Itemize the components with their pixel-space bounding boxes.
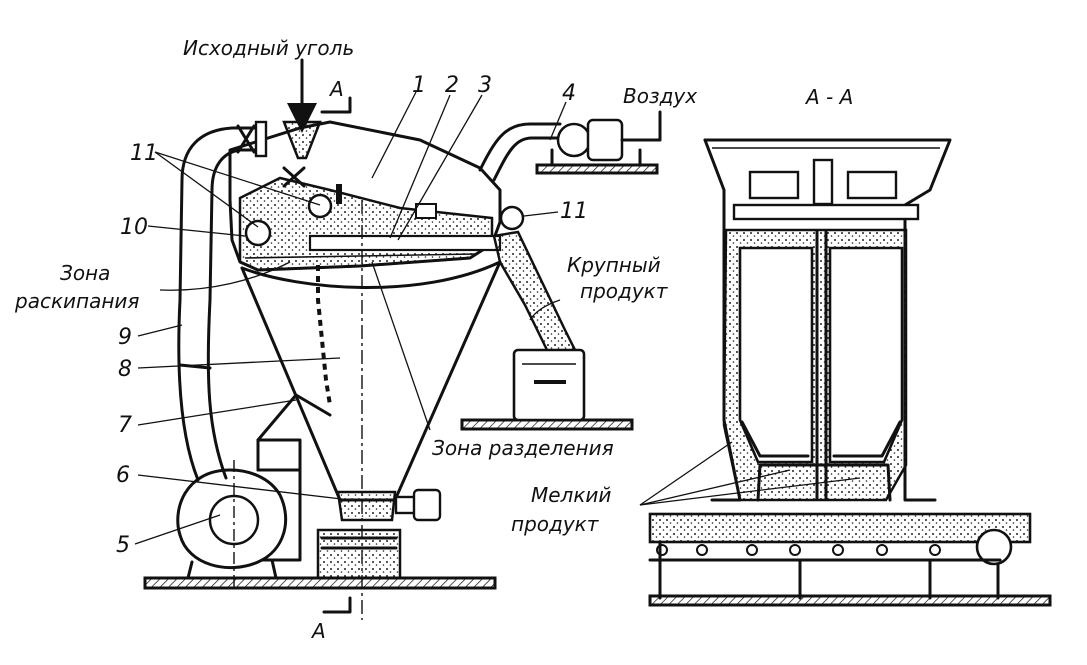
num-10: 10 <box>120 215 148 240</box>
roller-11b <box>499 205 525 231</box>
collector-ribs <box>320 536 398 550</box>
conveyor-frame <box>648 540 1002 600</box>
num-7: 7 <box>118 413 132 438</box>
section-view <box>648 138 1052 607</box>
duct-damper <box>236 124 256 154</box>
section-mark-top <box>320 96 352 114</box>
roller-11a <box>307 193 333 219</box>
cone-hopper <box>240 260 502 502</box>
lower-duct <box>256 438 302 472</box>
num-11-left: 11 <box>130 141 158 166</box>
duct-flange <box>254 120 268 158</box>
feeder-motor <box>412 488 442 522</box>
num-1: 1 <box>412 73 426 98</box>
num-5: 5 <box>116 533 130 558</box>
num-2: 2 <box>445 73 459 98</box>
conveyor-belt <box>648 512 1032 544</box>
sluice-valve <box>282 166 306 188</box>
section-feeder <box>812 158 834 206</box>
num-8: 8 <box>118 357 132 382</box>
label-section: А - А <box>804 85 853 109</box>
floor-right <box>648 594 1052 607</box>
label-boiling-zone-1: Зона <box>60 261 110 285</box>
separation-line <box>244 253 476 259</box>
coarse-chute <box>492 230 577 354</box>
fan-impeller <box>208 494 260 546</box>
drive-box <box>415 203 437 219</box>
level-probe <box>336 184 342 204</box>
label-source-coal: Исходный уголь <box>183 36 354 60</box>
blower-motor <box>586 118 624 162</box>
chamber-right <box>828 246 904 464</box>
air-pipe-outer <box>478 122 562 172</box>
label-coarse-product-2: продукт <box>580 279 669 303</box>
num-4: 4 <box>562 81 576 106</box>
blower-floor <box>535 163 659 175</box>
section-sieve <box>732 203 920 221</box>
return-duct-inner <box>206 148 264 480</box>
return-duct-outer <box>177 126 264 482</box>
fan-volute <box>176 468 288 570</box>
blower-4 <box>556 122 592 158</box>
conveyor-rollers <box>656 544 941 556</box>
fan-casing <box>256 468 302 562</box>
coarse-collector <box>512 348 586 422</box>
num-11-right: 11 <box>560 199 588 224</box>
sieve-plate <box>308 234 502 252</box>
label-fine-product-1: Мелкий <box>531 483 611 507</box>
conveyor-drum <box>975 528 1013 566</box>
num-6: 6 <box>116 463 130 488</box>
num-9: 9 <box>118 325 132 350</box>
main-apparatus <box>143 58 662 620</box>
floor-left <box>143 576 497 590</box>
cone-rim <box>240 260 502 290</box>
section-box-left <box>748 170 800 200</box>
roller-10 <box>244 219 272 247</box>
duct-connector <box>256 393 298 442</box>
inner-partition <box>294 393 332 417</box>
num-3: 3 <box>478 73 492 98</box>
label-section-mark-top: А <box>328 77 344 101</box>
label-section-mark-bottom: А <box>310 619 326 643</box>
coal-hopper <box>282 120 322 160</box>
fine-stream <box>316 265 332 406</box>
blower-stand <box>550 148 642 167</box>
leader-lines <box>134 91 861 545</box>
label-air: Воздух <box>623 84 697 108</box>
air-inlet-pipe <box>620 110 662 142</box>
fan-feet <box>186 558 278 580</box>
fine-collector <box>316 528 402 580</box>
outlet-neck <box>336 490 397 522</box>
chamber-left <box>738 246 814 464</box>
section-box-right <box>846 170 898 200</box>
label-fine-product-2: продукт <box>511 512 600 536</box>
air-pipe-inner <box>492 136 562 182</box>
floor-coarse <box>460 418 634 431</box>
section-mark-bottom <box>322 596 352 614</box>
label-boiling-zone-2: раскипания <box>14 289 139 313</box>
label-separation-zone: Зона разделения <box>432 436 614 460</box>
label-coarse-product-1: Крупный <box>567 253 661 277</box>
